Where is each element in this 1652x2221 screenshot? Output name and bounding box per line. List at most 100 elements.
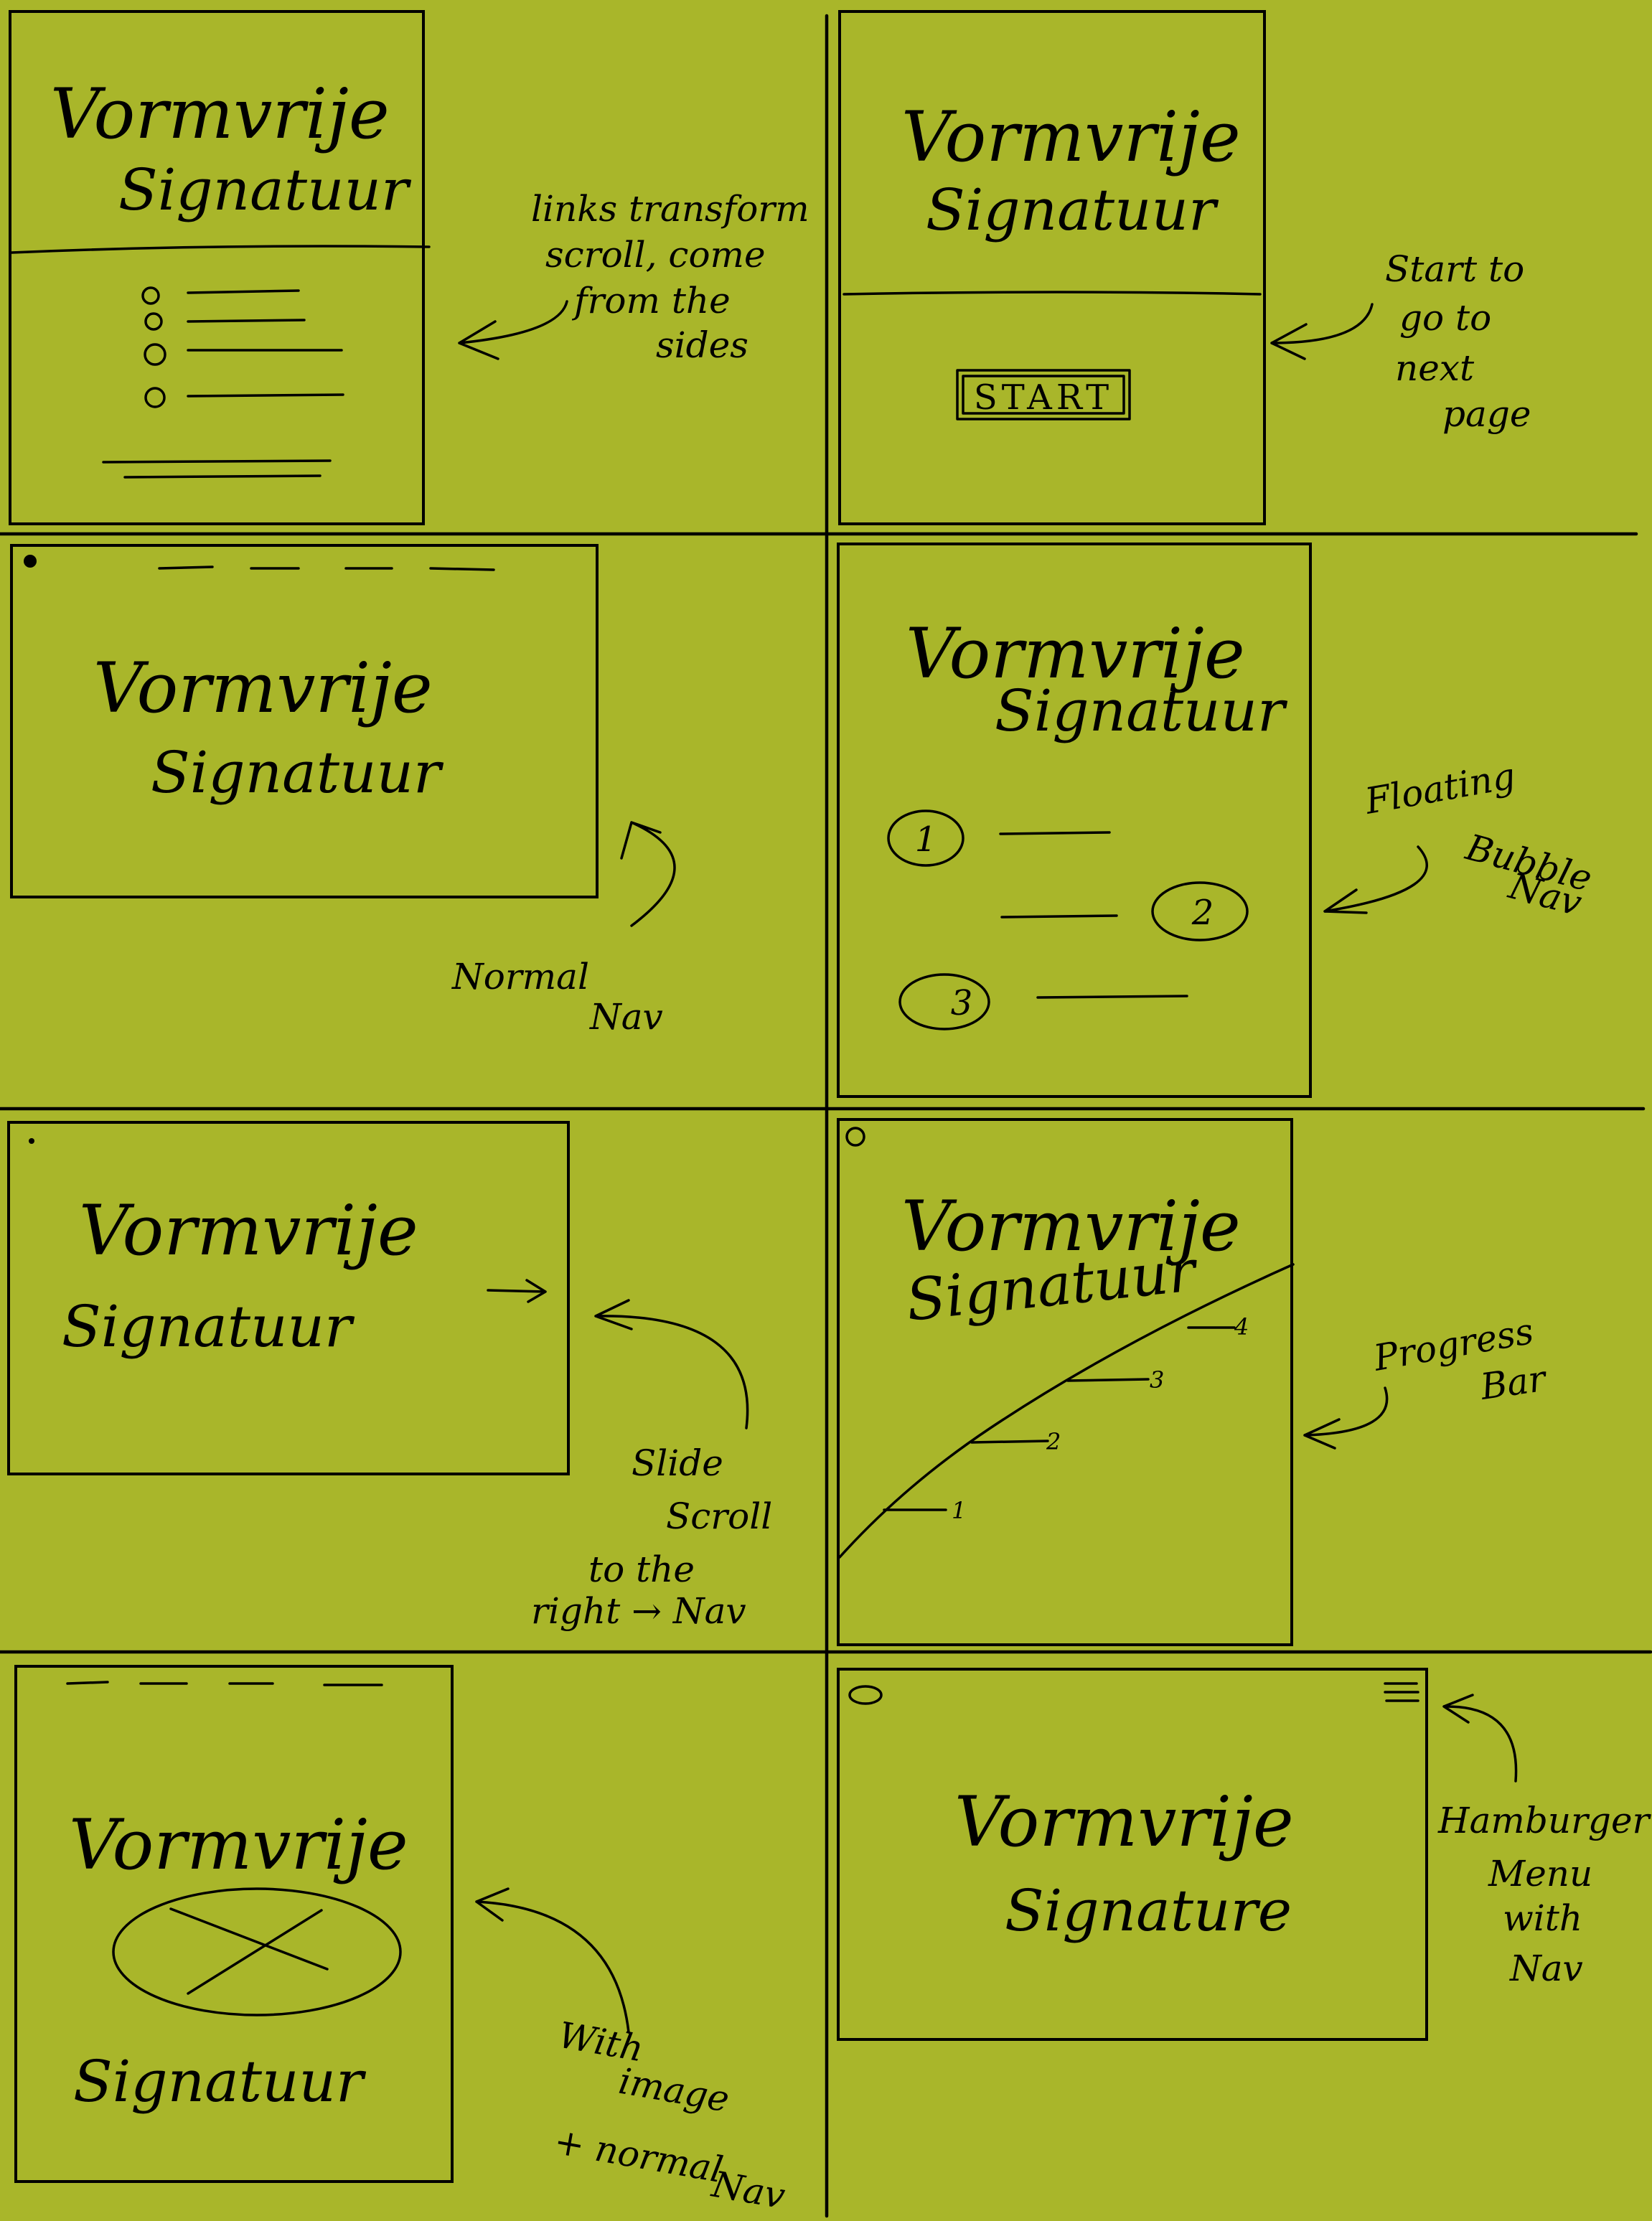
sketch-5-note: Slide Scroll to the right → Nav	[531, 1442, 772, 1632]
sketch-6-step-4-label: 4	[1234, 1313, 1249, 1340]
sketch-5-slide-arrow-icon	[487, 1279, 547, 1303]
sketch-2-start-page: Vormvrije Signatuur START Start to go to…	[838, 10, 1531, 525]
sketch-3-normal-nav: Vormvrije Signatuur Normal Nav	[10, 544, 676, 1038]
sketch-6-step-2-label: 2	[1046, 1428, 1061, 1455]
sketch-8-logo-icon	[848, 1685, 883, 1705]
sketch-1-note-line-3: from the	[571, 280, 731, 321]
sketch-6-step-markers: 1 2 3 4	[883, 1313, 1249, 1524]
sketch-7-note: With image + normal Nav	[551, 2014, 788, 2217]
sketch-4-bubble-2: 2	[1000, 881, 1249, 942]
sketch-8-note-line-3: with	[1503, 1897, 1582, 1939]
sketch-8-subtitle: Signature	[1005, 1877, 1292, 1944]
sketch-6-step-3-tick	[1066, 1378, 1150, 1382]
sketch-2-note-line-4: page	[1442, 393, 1531, 435]
sketch-4-bubble-3-label: 3	[951, 983, 973, 1023]
sketch-2-frame	[838, 10, 1266, 525]
sketch-2-note-line-3: next	[1395, 347, 1475, 389]
sketch-5-slide-scroll-nav: Vormvrije Signatuur Slide Scroll to the …	[7, 1121, 772, 1632]
sketch-6-logo-icon	[845, 1127, 865, 1147]
sketch-1-link-1	[187, 289, 300, 294]
sketch-8-hamburger-icon	[1384, 1682, 1419, 1702]
sketch-4-bubble-1: 1	[887, 809, 1111, 867]
sketch-4-bubble-1-label: 1	[915, 820, 937, 860]
sketch-1-link-list	[102, 286, 344, 479]
sketch-6-step-1-label: 1	[952, 1497, 966, 1524]
sketch-2-subtitle: Signatuur	[926, 177, 1219, 243]
grid-dividers	[0, 14, 1652, 2218]
sketch-4-bubble-1-link	[999, 831, 1111, 835]
sketch-7-note-line-2: image	[616, 2060, 733, 2121]
sketch-8-note-line-1: Hamburger	[1437, 1800, 1652, 1841]
sketch-5-note-line-1: Slide	[632, 1442, 723, 1484]
sketch-2-title: Vormvrije	[901, 97, 1241, 177]
sketch-6-arrow-icon	[1303, 1386, 1389, 1450]
sketch-1-footer-line-1	[102, 459, 332, 464]
sketch-4-bubble-2-link	[1000, 914, 1118, 919]
sketch-5-subtitle: Signatuur	[62, 1293, 355, 1360]
sketch-7-note-line-3: + normal	[551, 2121, 726, 2191]
sketch-5-arrow-icon	[594, 1299, 749, 1429]
sketch-3-note: Normal Nav	[451, 956, 663, 1038]
sketch-3-frame	[10, 544, 599, 898]
sketch-1-note-line-1: links transform	[531, 188, 809, 230]
sketch-1-title: Vormvrije	[50, 74, 390, 154]
sketch-7-note-line-4: Nav	[708, 2164, 788, 2217]
sketch-1-note-line-4: sides	[656, 324, 748, 366]
sketch-1-link-bullet-2	[144, 312, 163, 331]
sketch-6-step-2-tick	[970, 1440, 1049, 1444]
sketch-1-footer-line-2	[123, 474, 322, 479]
sketch-7-top-nav	[66, 1681, 383, 1686]
sketch-3-title: Vormvrije	[93, 648, 433, 728]
sketch-4-floating-bubble-nav: Vormvrije Signatuur 1 2 3 Floating Bubbl…	[837, 543, 1596, 1098]
sketch-8-note-line-4: Nav	[1509, 1948, 1583, 1989]
sketch-8-arrow-icon	[1442, 1694, 1518, 1783]
sketch-1-links-scroll: Vormvrije Signatuur links transform scro…	[9, 10, 809, 525]
sketch-1-link-bullet-4	[144, 387, 166, 408]
sketch-7-nav-item-1	[66, 1681, 109, 1685]
sketch-7-title: Vormvrije	[69, 1805, 408, 1885]
sketch-5-logo-icon	[29, 1138, 34, 1144]
sketch-4-note-line-1: Floating	[1361, 755, 1519, 822]
sketch-5-note-line-4: right → Nav	[531, 1590, 746, 1632]
sketch-2-start-label: START	[974, 377, 1113, 418]
sketch-1-frame	[9, 10, 425, 525]
sketch-1-link-bullet-3	[144, 343, 166, 366]
sketch-1-arrow-icon	[458, 300, 568, 360]
sketch-8-title: Vormvrije	[954, 1782, 1294, 1862]
sketch-1-link-bullet-1	[141, 286, 160, 305]
sketch-1-note-line-2: scroll, come	[545, 234, 766, 276]
sketch-3-arrow-icon	[620, 821, 676, 927]
sketch-1-header-line	[10, 245, 431, 254]
sketch-6-progress-bar: Vormvrije Signatuur 1 2 3 4 Progress Bar	[837, 1118, 1550, 1646]
sketch-4-arrow-icon	[1323, 845, 1428, 914]
sketch-6-note: Progress Bar	[1370, 1310, 1550, 1408]
sketch-2-note-line-2: go to	[1399, 297, 1491, 339]
sketch-5-note-line-2: Scroll	[666, 1495, 772, 1537]
sketch-4-bubble-3-link	[1036, 995, 1188, 999]
sketch-5-note-line-3: to the	[588, 1549, 695, 1590]
sketch-8-note: Hamburger Menu with Nav	[1437, 1800, 1652, 1989]
sketch-7-image-normal-nav: Vormvrije Signatuur With image + normal …	[14, 1665, 788, 2217]
sketch-1-subtitle: Signatuur	[118, 156, 412, 223]
sketch-2-arrow-icon	[1270, 303, 1374, 360]
sketch-3-top-nav	[158, 565, 495, 571]
sketch-3-note-line-1: Normal	[451, 956, 589, 997]
sketch-4-note: Floating Bubble Nav	[1361, 755, 1596, 924]
sketch-6-frame	[837, 1118, 1293, 1646]
sketch-1-note: links transform scroll, come from the si…	[531, 188, 809, 366]
sketch-2-header-line	[843, 291, 1262, 296]
sketch-3-note-line-2: Nav	[589, 996, 663, 1038]
sketch-1-link-2	[187, 319, 306, 323]
sketch-7-image-placeholder-icon	[112, 1887, 402, 2016]
sketch-6-note-line-2: Bar	[1478, 1357, 1551, 1408]
sketch-8-frame	[837, 1668, 1428, 2041]
sketch-3-nav-item-4	[429, 567, 495, 571]
sketch-7-arrow-icon	[475, 1887, 630, 2034]
sketch-6-progress-line	[838, 1263, 1295, 1559]
sketch-4-frame	[837, 543, 1312, 1098]
sketch-6-title: Vormvrije	[901, 1186, 1241, 1267]
sketch-1-link-4	[187, 393, 344, 398]
sketch-4-bubble-2-label: 2	[1191, 893, 1214, 933]
sketch-3-subtitle: Signatuur	[151, 739, 444, 806]
